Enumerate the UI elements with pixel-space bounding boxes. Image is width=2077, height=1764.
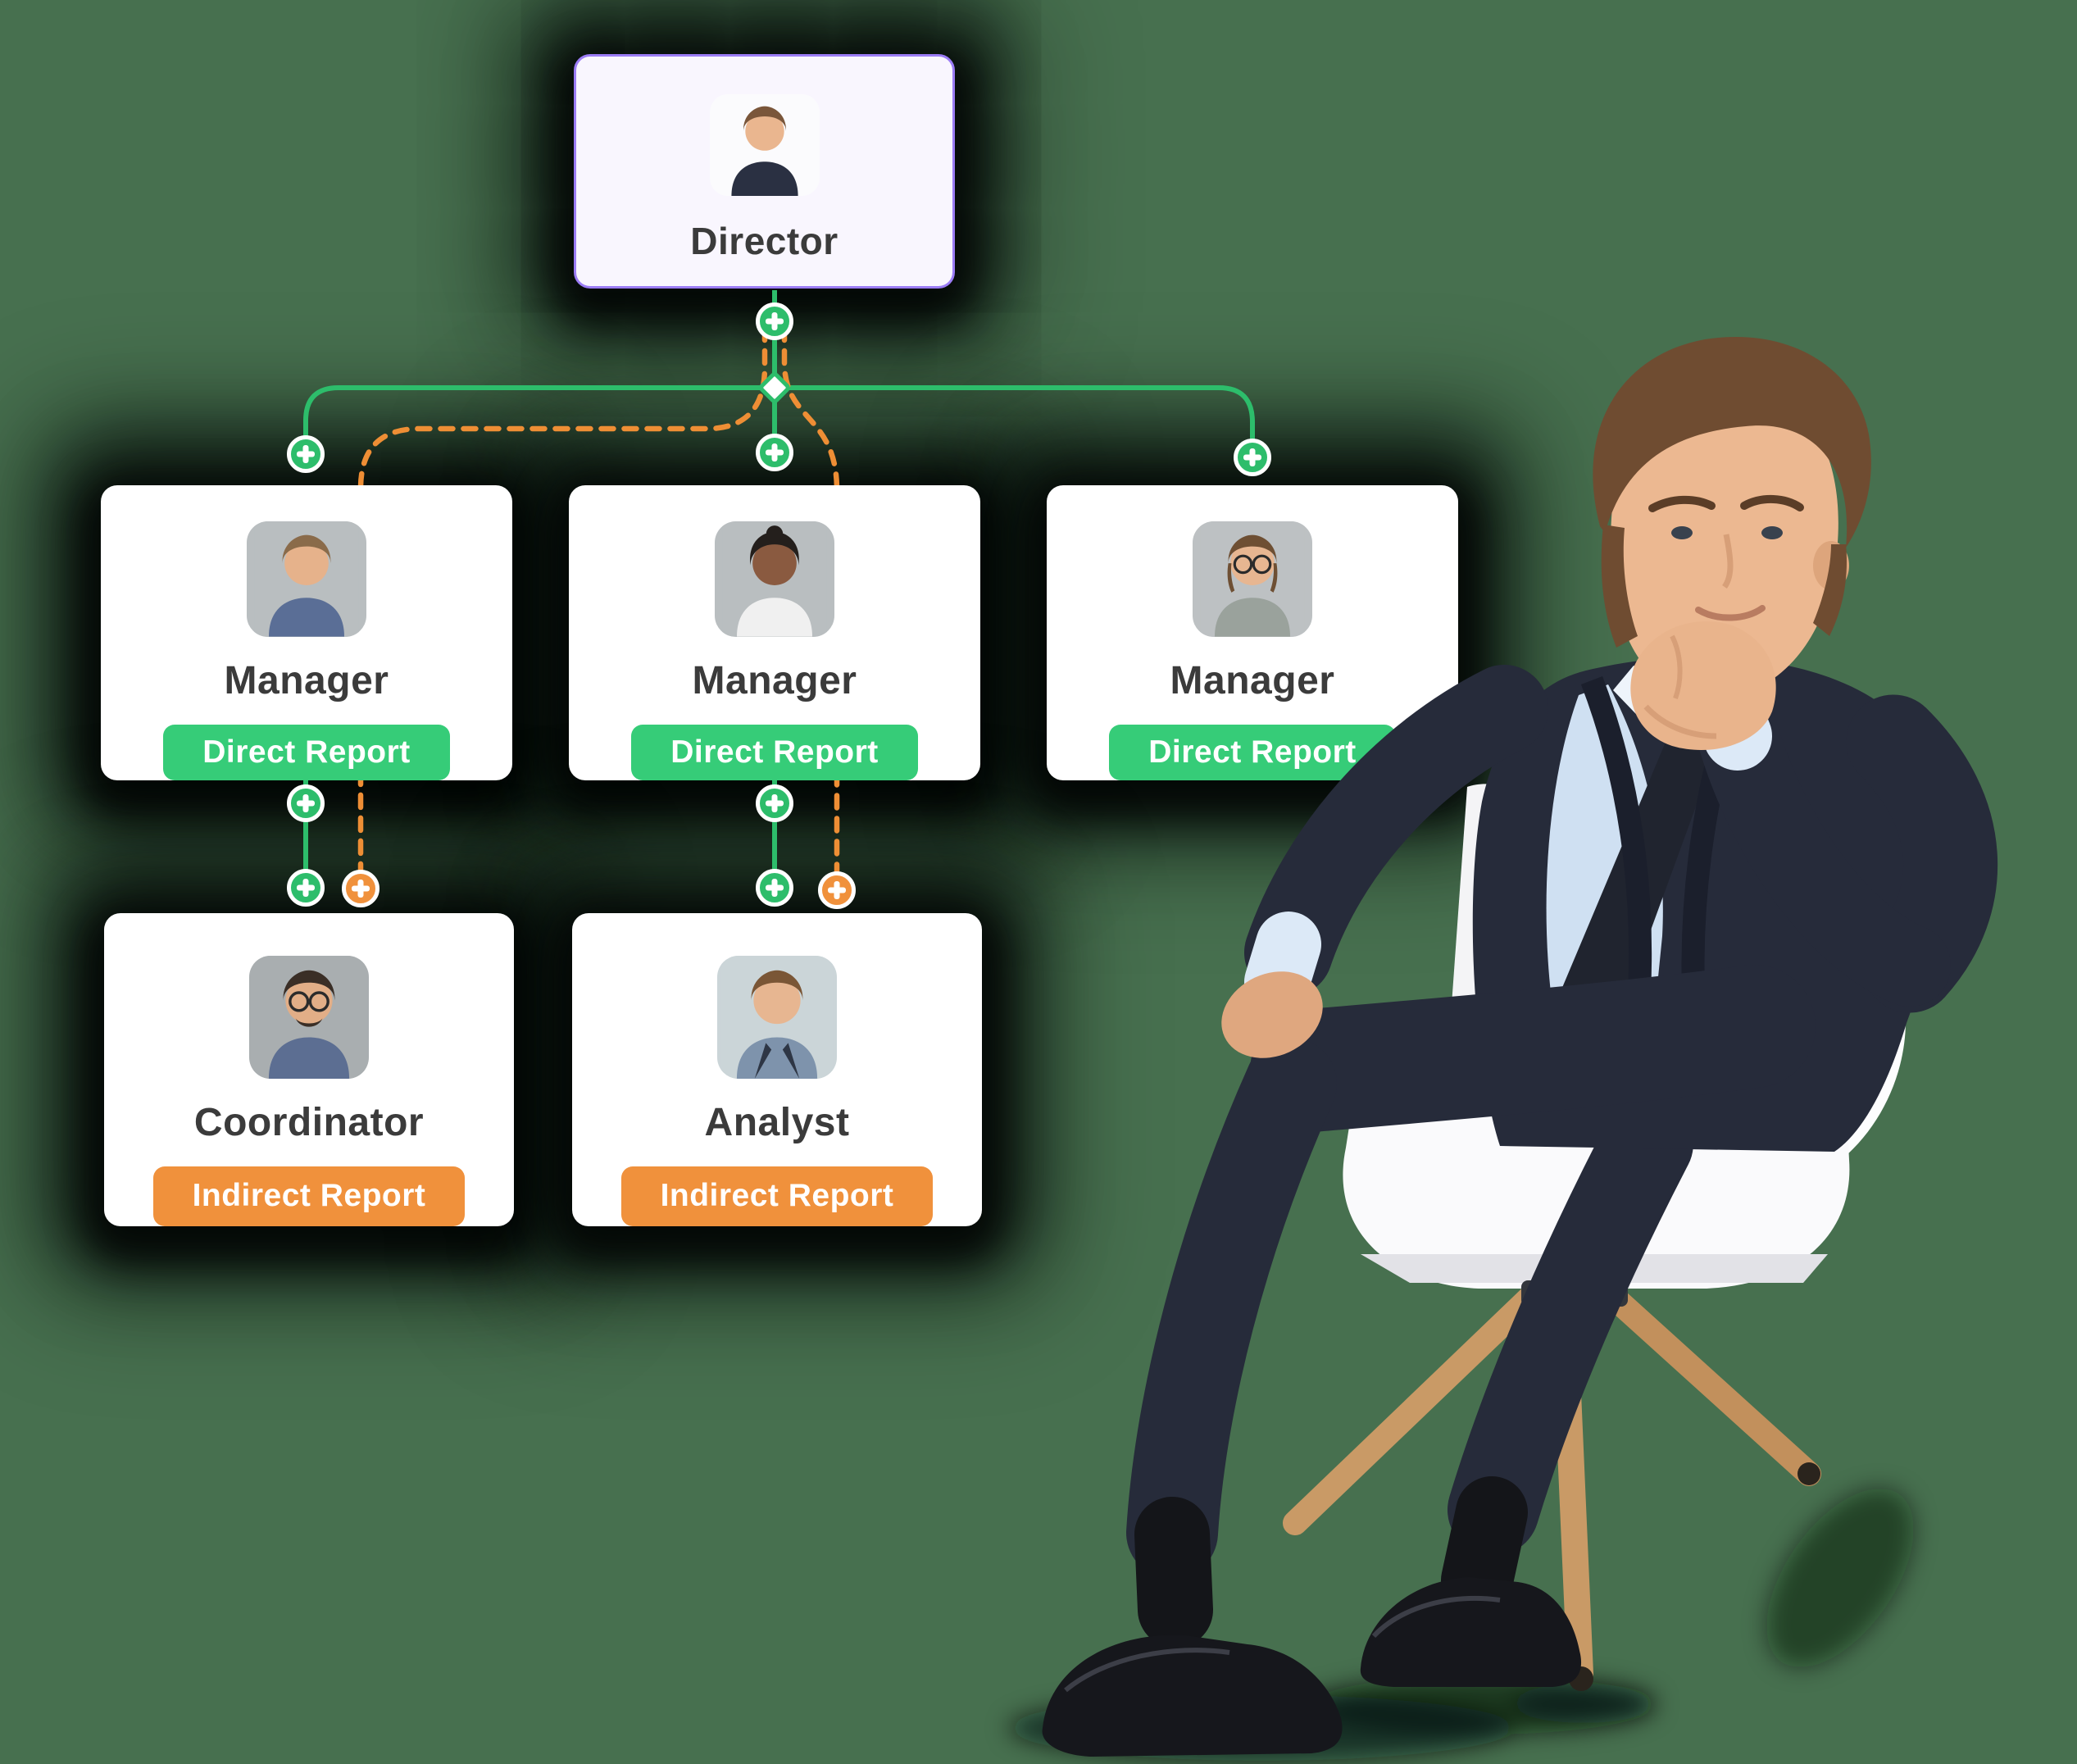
role-label: Manager [1170, 658, 1335, 702]
add-indirect-button-coordinator[interactable] [342, 870, 379, 907]
node-card-director[interactable]: Director [574, 54, 955, 289]
node-card-manager-3[interactable]: Manager Direct Report [1047, 485, 1458, 780]
add-node-button-manager-2[interactable] [756, 434, 793, 471]
add-indirect-button-analyst[interactable] [818, 871, 856, 909]
report-badge: Direct Report [631, 724, 918, 780]
role-label: Coordinator [193, 1100, 425, 1144]
avatar [249, 956, 369, 1079]
add-node-button-manager-3[interactable] [1234, 439, 1271, 476]
avatar [247, 521, 366, 637]
add-node-button-coordinator[interactable] [287, 869, 325, 907]
role-label: Director [690, 220, 839, 262]
add-node-button-manager-1-bottom[interactable] [287, 784, 325, 822]
role-label: Analyst [704, 1100, 850, 1144]
add-node-button-director[interactable] [756, 302, 793, 340]
indirect-connector-line [781, 325, 840, 895]
indirect-connector-line [357, 325, 768, 893]
avatar [709, 94, 820, 196]
add-node-button-manager-1[interactable] [287, 435, 325, 473]
node-card-manager-1[interactable]: Manager Direct Report [101, 485, 512, 780]
report-badge: Direct Report [1109, 724, 1396, 780]
node-card-analyst[interactable]: Analyst Indirect Report [572, 913, 982, 1226]
node-card-manager-2[interactable]: Manager Direct Report [569, 485, 980, 780]
avatar [715, 521, 834, 637]
role-label: Manager [692, 658, 857, 702]
report-badge: Indirect Report [152, 1166, 466, 1226]
seated-businessman-photo [1008, 336, 1998, 1761]
avatar [1193, 521, 1312, 637]
avatar [717, 956, 837, 1079]
report-badge: Direct Report [163, 724, 450, 780]
add-node-button-manager-2-bottom[interactable] [756, 784, 793, 822]
node-card-coordinator[interactable]: Coordinator Indirect Report [104, 913, 514, 1226]
add-node-button-analyst[interactable] [756, 869, 793, 907]
role-label: Manager [224, 658, 389, 702]
report-badge: Indirect Report [620, 1166, 934, 1226]
